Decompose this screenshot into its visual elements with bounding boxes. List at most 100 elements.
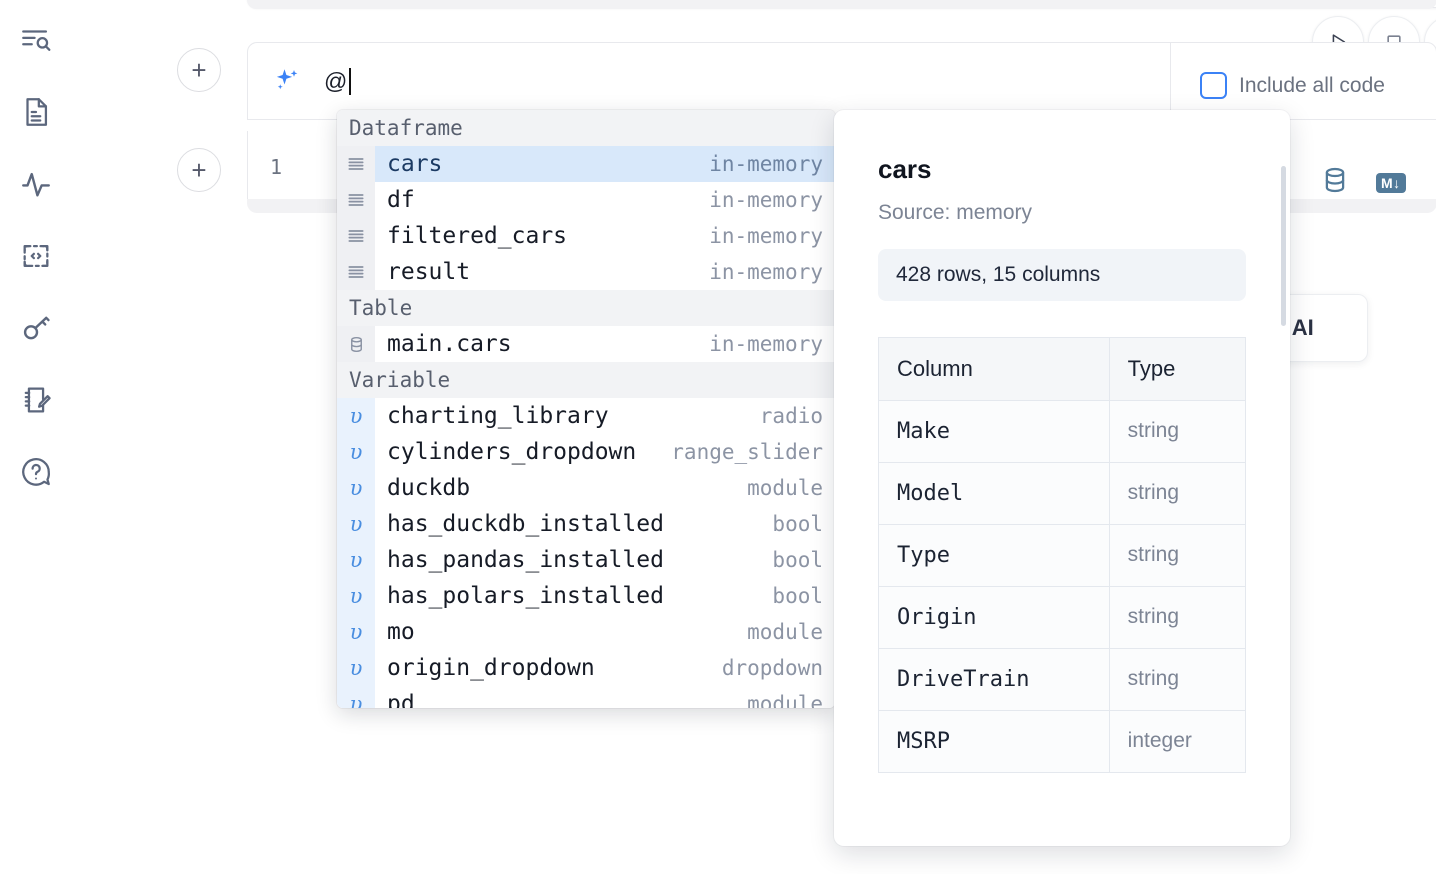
explore-outline-icon[interactable]	[12, 16, 60, 64]
autocomplete-item[interactable]: υduckdb module	[337, 470, 835, 506]
variable-icon: υ	[337, 650, 375, 686]
cell-above-shadow	[247, 0, 1436, 9]
autocomplete-item-name: mo	[387, 619, 415, 645]
table-cell-type: integer	[1110, 711, 1245, 773]
help-question-icon[interactable]	[12, 448, 60, 496]
table-cell-type: string	[1110, 587, 1245, 649]
table-cell-type: string	[1110, 525, 1245, 587]
dataframe-detail-panel: cars Source: memory 428 rows, 15 columns…	[834, 110, 1290, 846]
table-row: Originstring	[879, 587, 1245, 649]
table-row: Makestring	[879, 401, 1245, 463]
dataframe-icon	[337, 182, 375, 218]
autocomplete-item-meta: in-memory	[709, 224, 835, 248]
autocomplete-item-meta: bool	[772, 512, 835, 536]
text-caret	[349, 68, 351, 95]
autocomplete-item-body: charting_library radio	[375, 398, 835, 434]
code-snippets-icon[interactable]	[12, 232, 60, 280]
autocomplete-item-name: df	[387, 187, 415, 213]
autocomplete-section-header: Variable	[337, 362, 835, 398]
autocomplete-item[interactable]: υhas_pandas_installedbool	[337, 542, 835, 578]
autocomplete-item-name: charting_library	[387, 403, 609, 429]
autocomplete-item-meta: bool	[772, 548, 835, 572]
autocomplete-item-meta: dropdown	[722, 656, 835, 680]
code-cell-icon-group: M↓	[1320, 165, 1406, 200]
autocomplete-item[interactable]: υhas_duckdb_installedbool	[337, 506, 835, 542]
autocomplete-item-body: momodule	[375, 614, 835, 650]
markdown-icon[interactable]: M↓	[1376, 173, 1406, 193]
autocomplete-item-meta: module	[747, 476, 835, 500]
ai-prompt-value: @	[324, 68, 348, 94]
autocomplete-item-body: has_polars_installedbool	[375, 578, 835, 614]
add-cell-above-button[interactable]: +	[177, 48, 221, 92]
table-row: Typestring	[879, 525, 1245, 587]
variable-icon: υ	[337, 398, 375, 434]
variable-icon: υ	[337, 578, 375, 614]
autocomplete-item[interactable]: υ cylinders_dropdown range_slider	[337, 434, 835, 470]
table-cell-column: DriveTrain	[879, 649, 1110, 711]
table-cell-type: string	[1110, 401, 1245, 463]
include-all-code-row[interactable]: Include all code	[1200, 72, 1385, 99]
autocomplete-item-body: dfin-memory	[375, 182, 835, 218]
dataframe-icon	[337, 218, 375, 254]
left-icon-rail	[0, 0, 72, 874]
autocomplete-item[interactable]: υmomodule	[337, 614, 835, 650]
autocomplete-item-meta: range_slider	[671, 440, 835, 464]
plus-icon: +	[191, 57, 206, 83]
detail-scrollbar[interactable]	[1281, 166, 1286, 326]
variable-icon: υ	[337, 434, 375, 470]
autocomplete-section-header: Dataframe	[337, 110, 835, 146]
variable-icon: υ	[337, 614, 375, 650]
autocomplete-item[interactable]: υpdmodule	[337, 686, 835, 708]
dataframe-icon	[337, 146, 375, 182]
autocomplete-section-header: Table	[337, 290, 835, 326]
add-cell-below-button[interactable]: +	[177, 148, 221, 192]
scratchpad-edit-icon[interactable]	[12, 376, 60, 424]
autocomplete-item-name: main.cars	[387, 331, 512, 357]
table-cell-type: string	[1110, 649, 1245, 711]
detail-source: Source: memory	[878, 201, 1246, 225]
autocomplete-item-name: cylinders_dropdown	[387, 439, 636, 465]
autocomplete-item-name: duckdb	[387, 475, 470, 501]
autocomplete-item[interactable]: main.carsin-memory	[337, 326, 835, 362]
autocomplete-item[interactable]: cars in-memory	[337, 146, 835, 182]
autocomplete-item-body: cylinders_dropdown range_slider	[375, 434, 835, 470]
table-header-cell: Column	[879, 338, 1110, 401]
autocomplete-item-meta: in-memory	[709, 152, 835, 176]
autocomplete-item-body: cars in-memory	[375, 146, 835, 182]
autocomplete-item-meta: module	[747, 692, 835, 708]
table-cell-column: Model	[879, 463, 1110, 525]
autocomplete-item-name: has_duckdb_installed	[387, 511, 664, 537]
autocomplete-item-meta: radio	[760, 404, 835, 428]
table-row: Modelstring	[879, 463, 1245, 525]
ai-prompt-input[interactable]: @	[324, 68, 351, 95]
autocomplete-item-body: has_duckdb_installed bool	[375, 506, 835, 542]
autocomplete-item[interactable]: υ charting_library radio	[337, 398, 835, 434]
table-cell-column: MSRP	[879, 711, 1110, 773]
autocomplete-item-meta: in-memory	[709, 260, 835, 284]
autocomplete-item[interactable]: υhas_polars_installedbool	[337, 578, 835, 614]
autocomplete-item-body: resultin-memory	[375, 254, 835, 290]
autocomplete-item[interactable]: resultin-memory	[337, 254, 835, 290]
autocomplete-item-name: has_polars_installed	[387, 583, 664, 609]
table-row: DriveTrainstring	[879, 649, 1245, 711]
autocomplete-item-name: cars	[387, 151, 442, 177]
database-icon[interactable]	[1320, 165, 1350, 200]
autocomplete-item-body: origin_dropdowndropdown	[375, 650, 835, 686]
include-all-code-checkbox[interactable]	[1200, 72, 1227, 99]
table-cell-column: Origin	[879, 587, 1110, 649]
autocomplete-dropdown[interactable]: Dataframecarsin-memorydfin-memoryfiltere…	[337, 110, 835, 708]
sparkle-icon	[272, 66, 302, 96]
autocomplete-item-name: pd	[387, 691, 415, 708]
table-cell-column: Type	[879, 525, 1110, 587]
variable-icon: υ	[337, 542, 375, 578]
table-header-row: ColumnType	[879, 338, 1245, 401]
key-secrets-icon[interactable]	[12, 304, 60, 352]
file-document-icon[interactable]	[12, 88, 60, 136]
autocomplete-item[interactable]: υorigin_dropdowndropdown	[337, 650, 835, 686]
activity-pulse-icon[interactable]	[12, 160, 60, 208]
autocomplete-item-body: pd module	[375, 686, 835, 708]
autocomplete-item[interactable]: filtered_carsin-memory	[337, 218, 835, 254]
autocomplete-item[interactable]: dfin-memory	[337, 182, 835, 218]
variable-icon: υ	[337, 470, 375, 506]
